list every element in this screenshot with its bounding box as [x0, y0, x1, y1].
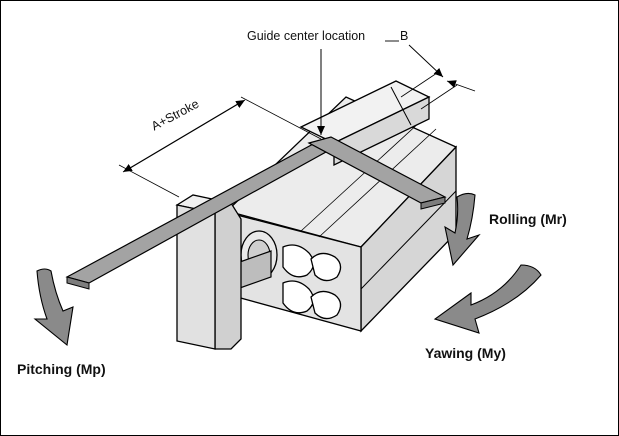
dimension-b-label: B	[400, 29, 409, 43]
yawing-label: Yawing (My)	[425, 345, 506, 361]
guide-center-location-label: Guide center location	[247, 29, 366, 43]
guide-center-leader	[317, 49, 325, 135]
piston-rod	[236, 230, 278, 290]
guide-block	[299, 80, 431, 167]
yawing-arrow	[433, 264, 542, 334]
pitching-arrow	[33, 268, 74, 347]
pitching-label: Pitching (Mp)	[17, 361, 106, 377]
load-bar	[65, 136, 447, 290]
dimension-b	[385, 40, 476, 110]
rolling-arrow	[444, 192, 481, 267]
end-slots	[282, 244, 342, 320]
rolling-label: Rolling (Mr)	[489, 211, 567, 227]
dimension-a-stroke	[118, 96, 322, 198]
